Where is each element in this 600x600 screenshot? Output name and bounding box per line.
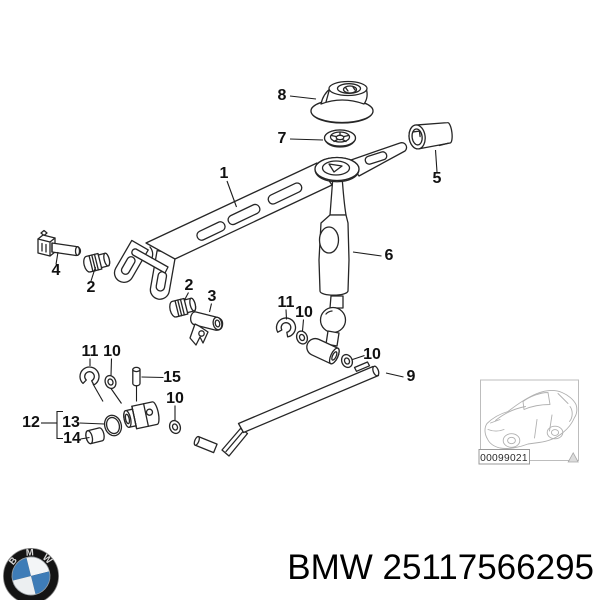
part-callout-15: 15 xyxy=(163,369,181,386)
part-callout-1: 1 xyxy=(219,165,229,182)
part-callout-10: 10 xyxy=(363,346,381,363)
part-10-washer xyxy=(102,373,119,391)
bmw-logo-quadrants xyxy=(11,556,51,596)
part-8-rubber-mount xyxy=(310,80,374,124)
bmw-logo: B M W xyxy=(3,547,59,600)
part-callout-3: 3 xyxy=(207,288,217,305)
part-callout-7: 7 xyxy=(277,130,287,147)
part-callout-2: 2 xyxy=(184,277,194,294)
part-number-caption: BMW 25117566295 xyxy=(287,548,594,587)
triangle-icon xyxy=(567,451,579,463)
part-10-washer xyxy=(167,418,183,436)
part-1-shift-arm xyxy=(113,142,408,300)
part-callout-13: 13 xyxy=(62,414,80,431)
part-10-washer xyxy=(339,352,355,370)
part-callout-9: 9 xyxy=(406,368,416,385)
part-callout-4: 4 xyxy=(51,262,61,279)
part-callout-2: 2 xyxy=(86,279,96,296)
leader-lines xyxy=(41,95,438,440)
part-12-coupling xyxy=(123,401,160,430)
part-callout-8: 8 xyxy=(277,87,287,104)
part-3-joint xyxy=(189,311,224,346)
part-6-selector-rod xyxy=(306,175,350,365)
part-4-lever xyxy=(37,229,82,257)
part-13-ring xyxy=(103,414,123,437)
part-callout-10: 10 xyxy=(103,343,121,360)
part-callout-5: 5 xyxy=(432,170,442,187)
part-15-pin xyxy=(132,366,141,387)
part-11-clip xyxy=(78,365,101,387)
part-callout-10: 10 xyxy=(166,390,184,407)
image-code-box xyxy=(478,449,530,465)
part-callout-11: 11 xyxy=(277,294,295,311)
part-callout-10: 10 xyxy=(295,304,313,321)
part-7-bearing-ring xyxy=(323,129,357,148)
image-code-text: 00099021 xyxy=(480,453,528,464)
part-2-bushing-left xyxy=(81,250,112,274)
part-9-selector-rod xyxy=(193,361,380,457)
bmw-logo-letter-m: M xyxy=(26,547,35,558)
part-callout-14: 14 xyxy=(63,430,81,447)
part-14-bushing xyxy=(85,427,105,445)
part-callout-11: 11 xyxy=(81,343,99,360)
part-callout-6: 6 xyxy=(384,247,394,264)
car-thumbnail: 00099021 xyxy=(478,379,579,465)
part-5-sleeve xyxy=(408,121,453,150)
part-callout-12: 12 xyxy=(22,414,40,431)
car-outline-drawing xyxy=(484,390,578,449)
